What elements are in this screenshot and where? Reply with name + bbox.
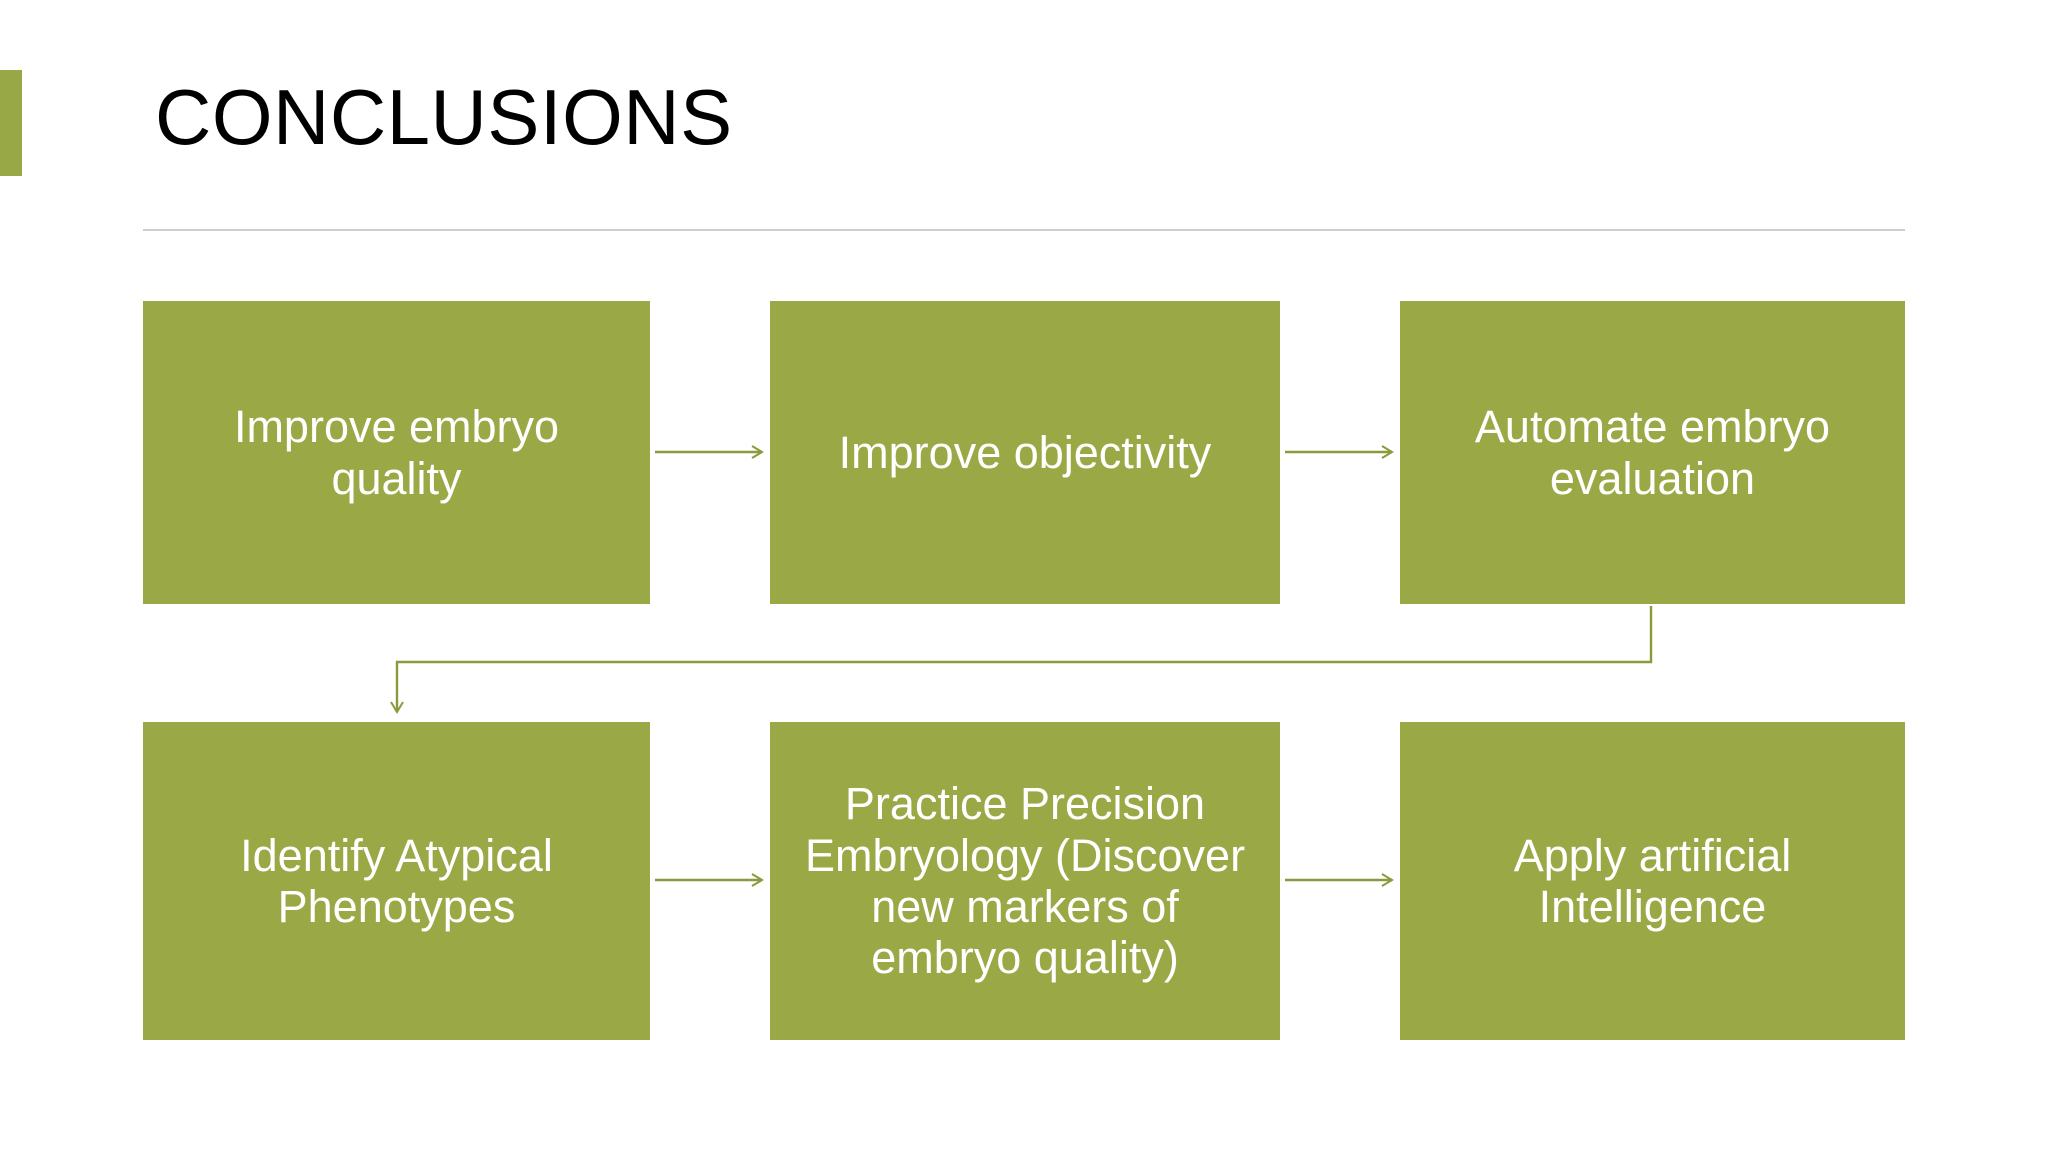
- flow-box-automate-embryo-evaluation[interactable]: Automate embryo evaluation: [1400, 301, 1905, 604]
- page-title: CONCLUSIONS: [155, 73, 733, 161]
- flow-box-label: Improve objectivity: [838, 426, 1212, 478]
- flow-box-label: Practice Precision Embryology (Discover …: [804, 778, 1246, 984]
- flow-box-label: Automate embryo evaluation: [1474, 401, 1831, 504]
- flow-box-improve-objectivity[interactable]: Improve objectivity: [770, 301, 1280, 604]
- flow-box-label: Apply artificial Intelligence: [1513, 829, 1792, 932]
- title-accent-bar: [0, 70, 22, 176]
- flow-box-label: Improve embryo quality: [233, 401, 560, 504]
- arrow-elbow-3-to-4: [390, 606, 1653, 714]
- title-divider: [143, 229, 1905, 231]
- flow-box-label: Identify Atypical Phenotypes: [240, 829, 553, 932]
- flow-box-improve-embryo-quality[interactable]: Improve embryo quality: [143, 301, 650, 604]
- flow-box-identify-atypical-phenotypes[interactable]: Identify Atypical Phenotypes: [143, 722, 650, 1040]
- flow-box-practice-precision-embryology[interactable]: Practice Precision Embryology (Discover …: [770, 722, 1280, 1040]
- flow-box-apply-artificial-intelligence[interactable]: Apply artificial Intelligence: [1400, 722, 1905, 1040]
